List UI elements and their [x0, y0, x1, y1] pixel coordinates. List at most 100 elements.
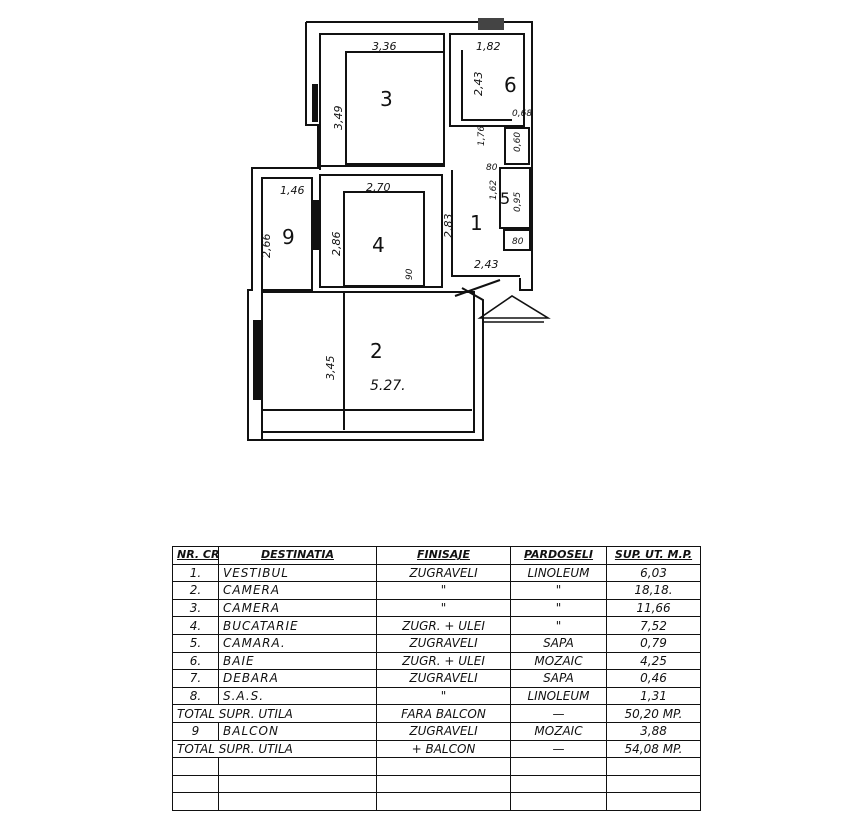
cell-suprafata: 0,79: [606, 633, 701, 653]
cell-suprafata: 1,31: [606, 686, 701, 706]
dim-162: 1,62: [489, 180, 499, 200]
room-4-inner: [343, 191, 425, 287]
cell-destinatia: BUCATARIE: [218, 616, 377, 635]
cell-finisaje: ZUGRAVELI: [376, 721, 511, 741]
dim-283: 2,83: [442, 214, 455, 239]
empty-row: [172, 774, 701, 794]
cell-finisaje: ZUGRAVELI: [376, 633, 511, 653]
cell-finisaje: ZUGR. + ULEI: [376, 651, 511, 671]
cell-suprafata: 4,25: [606, 651, 701, 671]
header-finisaje: FINISAJE: [376, 546, 511, 565]
dim-527: 5.27.: [370, 378, 406, 394]
empty-row: [172, 757, 701, 776]
table-row: 8. S.A.S. " LINOLEUM 1,31: [172, 686, 701, 706]
total-label: TOTAL SUPR. UTILA: [172, 704, 377, 723]
room-label-9: 9: [282, 225, 295, 249]
outer-wall-top: [306, 21, 533, 291]
table-row: 2. CAMERA " " 18,18.: [172, 581, 701, 600]
room-label-2: 2: [370, 339, 383, 363]
table-row: 7. DEBARA ZUGRAVELI SAPA 0,46: [172, 669, 701, 688]
table-row: 4. BUCATARIE ZUGR. + ULEI " 7,52: [172, 616, 701, 635]
cell-suprafata: 11,66: [606, 598, 701, 618]
cell-pardoseli: SAPA: [510, 669, 607, 688]
bath-fixture: [461, 50, 512, 121]
header-nr: NR. CRT.: [172, 546, 219, 565]
cell-suprafata: 3,88: [606, 721, 701, 741]
cell-nr: 8.: [172, 686, 219, 706]
cell-destinatia: VESTIBUL: [218, 563, 377, 583]
total-qualifier: + BALCON: [376, 739, 511, 759]
room-label-3: 3: [380, 87, 393, 111]
table-row: 6. BAIE ZUGR. + ULEI MOZAIC 4,25: [172, 651, 701, 671]
cell-nr: 9: [172, 721, 219, 741]
cell-finisaje: ZUGRAVELI: [376, 563, 511, 583]
room-label-4: 4: [372, 233, 385, 257]
header-destinatia: DESTINATIA: [218, 546, 377, 565]
dim-286: 2,86: [330, 232, 343, 257]
room-label-1: 1: [470, 211, 483, 235]
cell-nr: 4.: [172, 616, 219, 635]
total-suprafata: 50,20 MP.: [606, 704, 701, 723]
cell-finisaje: ZUGRAVELI: [376, 669, 511, 688]
table-row: 3. CAMERA " " 11,66: [172, 598, 701, 618]
dim-336: 3,36: [372, 40, 397, 53]
dim-243h: 2,43: [474, 258, 499, 271]
dim-090: 90: [405, 268, 415, 280]
dim-095: 0,95: [513, 192, 523, 212]
room-2-inner: [262, 292, 472, 430]
total-dash: —: [510, 739, 607, 759]
cell-suprafata: 0,46: [606, 669, 701, 688]
window-room-3: [312, 84, 318, 122]
dim-176: 1,76: [477, 126, 487, 146]
total-qualifier: FARA BALCON: [376, 704, 511, 723]
table-header-row: NR. CRT. DESTINATIA FINISAJE PARDOSELI S…: [172, 546, 701, 565]
entry-door: [454, 279, 501, 297]
cell-destinatia: CAMARA.: [218, 633, 377, 653]
cell-destinatia: BALCON: [218, 721, 377, 741]
entry-arrow: [477, 295, 551, 323]
cell-destinatia: CAMERA: [218, 581, 377, 600]
cell-pardoseli: ": [510, 616, 607, 635]
total-row-fara-balcon: TOTAL SUPR. UTILA FARA BALCON — 50,20 MP…: [172, 704, 701, 723]
cell-pardoseli: ": [510, 598, 607, 618]
cell-nr: 3.: [172, 598, 219, 618]
header-suprafata: SUP. UT. M.P.: [606, 546, 701, 565]
cell-pardoseli: LINOLEUM: [510, 686, 607, 706]
corridor-wall: [451, 170, 520, 277]
cell-finisaje: ": [376, 581, 511, 600]
cell-pardoseli: SAPA: [510, 633, 607, 653]
window-room-4: [313, 200, 319, 250]
cell-destinatia: BAIE: [218, 651, 377, 671]
dim-068: 0,68: [512, 109, 532, 119]
dim-080b: 80: [512, 237, 524, 247]
cell-suprafata: 7,52: [606, 616, 701, 635]
total-label: TOTAL SUPR. UTILA: [172, 739, 377, 759]
cell-pardoseli: LINOLEUM: [510, 563, 607, 583]
cell-pardoseli: MOZAIC: [510, 721, 607, 741]
cell-destinatia: S.A.S.: [218, 686, 377, 706]
cell-destinatia: DEBARA: [218, 669, 377, 688]
dim-182: 1,82: [476, 40, 501, 53]
room-2-outline: [261, 291, 475, 433]
room-7-outline: [504, 127, 530, 165]
dim-243v: 2,43: [472, 72, 485, 97]
total-suprafata: 54,08 MP.: [606, 739, 701, 759]
cell-nr: 5.: [172, 633, 219, 653]
floor-plan: 3 6 4 9 1 2 5 3,36 1,82 2,43 3,49 1,46 2…: [247, 18, 551, 441]
empty-row: [172, 792, 701, 811]
dim-146: 1,46: [280, 184, 305, 197]
outer-wall: [247, 22, 484, 441]
room-9-outline: [261, 177, 313, 291]
room-label-6: 6: [504, 73, 517, 97]
cell-suprafata: 6,03: [606, 563, 701, 583]
cell-finisaje: ZUGR. + ULEI: [376, 616, 511, 635]
room-6-outline: [449, 33, 525, 127]
cell-pardoseli: MOZAIC: [510, 651, 607, 671]
cell-destinatia: CAMERA: [218, 598, 377, 618]
cell-nr: 1.: [172, 563, 219, 583]
dim-266: 2,66: [260, 234, 273, 259]
window-room-2: [253, 320, 261, 400]
room-label-5: 5: [500, 189, 510, 208]
dim-345: 3,45: [324, 356, 337, 381]
dim-349: 3,49: [332, 106, 345, 131]
